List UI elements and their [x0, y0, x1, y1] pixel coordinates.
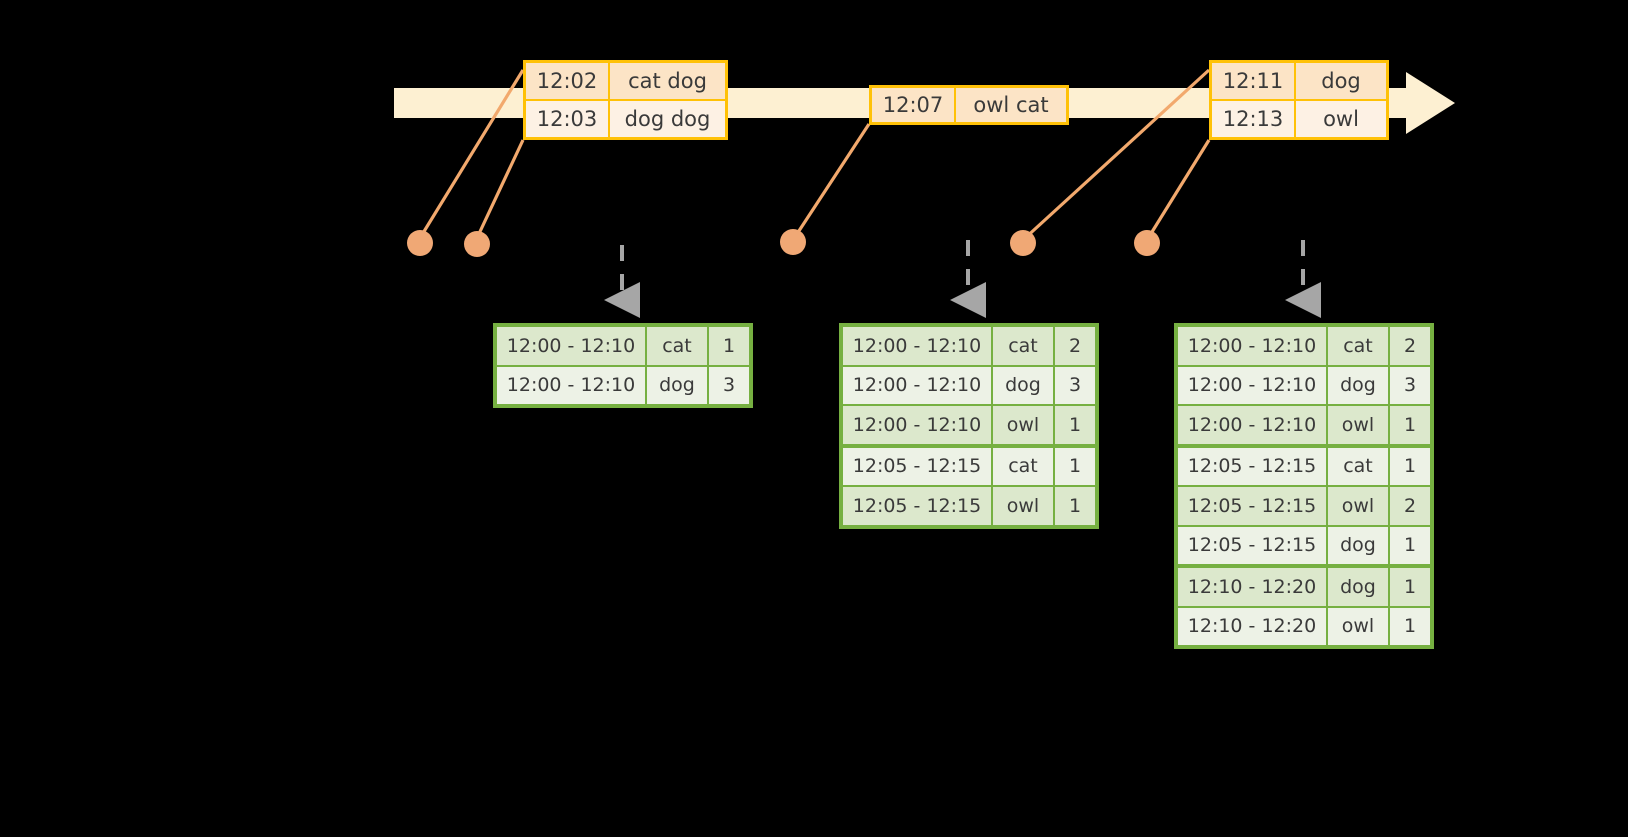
count-cell: 3: [1390, 366, 1430, 404]
window-cell: 12:05 - 12:15: [843, 487, 993, 525]
window-cell: 12:00 - 12:10: [843, 327, 993, 365]
window-cell: 12:10 - 12:20: [1178, 607, 1328, 645]
count-cell: 1: [1390, 526, 1430, 564]
window-cell: 12:05 - 12:15: [1178, 526, 1328, 564]
event-words: owl cat: [956, 88, 1066, 122]
key-cell: dog: [1328, 568, 1390, 606]
window-cell: 12:05 - 12:15: [1178, 487, 1328, 525]
key-cell: cat: [1328, 447, 1390, 485]
event-words: owl: [1296, 101, 1386, 137]
key-cell: owl: [1328, 487, 1390, 525]
dot-3: [780, 229, 806, 255]
window-cell: 12:00 - 12:10: [497, 366, 647, 404]
window-cell: 12:00 - 12:10: [843, 366, 993, 404]
count-cell: 1: [1390, 568, 1430, 606]
count-cell: 1: [1055, 487, 1095, 525]
key-cell: dog: [647, 366, 709, 404]
window-cell: 12:05 - 12:15: [1178, 447, 1328, 485]
event-time: 12:03: [526, 101, 610, 137]
event-row: 12:02 cat dog: [526, 63, 725, 99]
event-time: 12:13: [1212, 101, 1296, 137]
window-cell: 12:00 - 12:10: [843, 406, 993, 444]
count-cell: 2: [1390, 327, 1430, 365]
dot-5: [1134, 230, 1160, 256]
key-cell: cat: [993, 447, 1055, 485]
event-group-3: 12:11 dog 12:13 owl: [1209, 60, 1389, 140]
event-time: 12:07: [872, 88, 956, 122]
key-cell: dog: [993, 366, 1055, 404]
key-cell: owl: [1328, 406, 1390, 444]
count-cell: 3: [709, 366, 749, 404]
event-time: 12:02: [526, 63, 610, 99]
key-cell: cat: [993, 327, 1055, 365]
key-cell: cat: [647, 327, 709, 365]
dot-2: [464, 231, 490, 257]
event-words: dog dog: [610, 101, 725, 137]
key-cell: owl: [993, 406, 1055, 444]
count-cell: 2: [1055, 327, 1095, 365]
event-group-2: 12:07 owl cat: [869, 85, 1069, 125]
key-cell: cat: [1328, 327, 1390, 365]
count-cell: 1: [1390, 607, 1430, 645]
count-cell: 1: [1055, 406, 1095, 444]
key-cell: dog: [1328, 526, 1390, 564]
count-cell: 1: [1055, 447, 1095, 485]
count-cell: 1: [1390, 447, 1430, 485]
event-words: dog: [1296, 63, 1386, 99]
dot-4: [1010, 230, 1036, 256]
event-row: 12:07 owl cat: [872, 88, 1066, 122]
key-cell: owl: [993, 487, 1055, 525]
window-cell: 12:00 - 12:10: [1178, 366, 1328, 404]
event-words: cat dog: [610, 63, 725, 99]
count-cell: 2: [1390, 487, 1430, 525]
event-time: 12:11: [1212, 63, 1296, 99]
event-row: 12:13 owl: [1212, 99, 1386, 137]
event-group-1: 12:02 cat dog 12:03 dog dog: [523, 60, 728, 140]
key-cell: owl: [1328, 607, 1390, 645]
window-cell: 12:00 - 12:10: [1178, 327, 1328, 365]
count-cell: 3: [1055, 366, 1095, 404]
count-cell: 1: [1390, 406, 1430, 444]
count-cell: 1: [709, 327, 749, 365]
key-cell: dog: [1328, 366, 1390, 404]
window-cell: 12:05 - 12:15: [843, 447, 993, 485]
dashed-emit-arrows: [604, 240, 1321, 318]
window-cell: 12:10 - 12:20: [1178, 568, 1328, 606]
window-cell: 12:00 - 12:10: [1178, 406, 1328, 444]
event-row: 12:11 dog: [1212, 63, 1386, 99]
dot-1: [407, 230, 433, 256]
event-row: 12:03 dog dog: [526, 99, 725, 137]
event-dots: [407, 229, 1160, 257]
window-cell: 12:00 - 12:10: [497, 327, 647, 365]
